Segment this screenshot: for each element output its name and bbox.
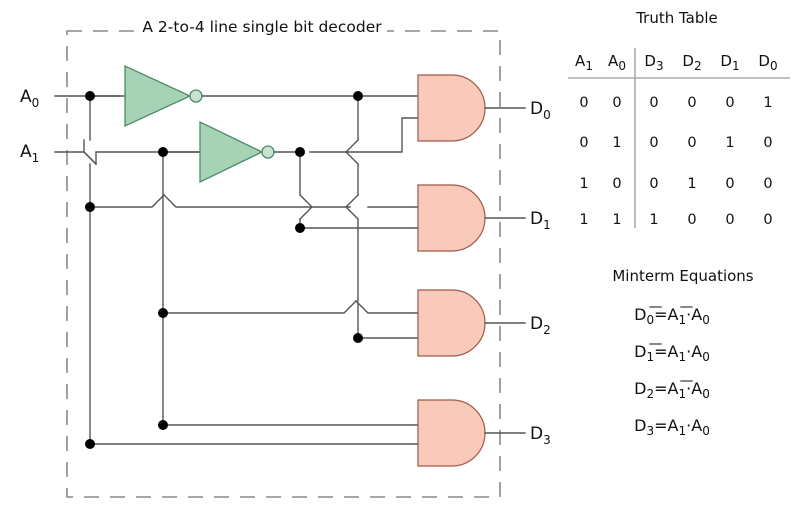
svg-text:D0=A1·A0: D0=A1·A0	[634, 305, 710, 327]
tt-cell: 0	[579, 135, 588, 151]
minterm-equation-d3: D3=A1·A0	[634, 416, 710, 438]
tt-cell: 1	[612, 135, 621, 151]
diagram-title: A 2-to-4 line single bit decoder	[142, 18, 382, 36]
tt-cell: 0	[612, 176, 621, 192]
minterm-equation-d1: D1=A1·A0	[634, 342, 710, 364]
bus-not-a0	[299, 151, 313, 229]
tt-cell: 0	[612, 95, 621, 111]
tt-header-a0: A0	[608, 52, 626, 73]
tt-header-d2: D2	[682, 52, 701, 73]
tt-cell: 0	[649, 95, 658, 111]
svg-text:D1=A1·A0: D1=A1·A0	[634, 342, 710, 364]
output-d1-label: D1	[530, 209, 551, 232]
output-d3-label: D3	[530, 424, 551, 447]
bus-not-a1	[345, 95, 359, 339]
wire-d0-input-bottom	[309, 117, 419, 153]
svg-text:A0: A0	[20, 87, 39, 110]
table-row: 1 1 1 0 0 0	[579, 212, 772, 228]
output-d2-label: D2	[530, 314, 551, 337]
tt-cell: 1	[687, 176, 696, 192]
tt-cell: 0	[687, 95, 696, 111]
minterm-equation-d2: D2=A1·A0	[634, 379, 710, 401]
tt-cell: 1	[649, 212, 658, 228]
tt-cell: 0	[763, 176, 772, 192]
title-backdrop	[137, 18, 387, 44]
tt-cell: 0	[579, 95, 588, 111]
svg-text:D2: D2	[530, 314, 551, 337]
wire-a0-tap-d2row	[89, 194, 351, 208]
tt-cell: 1	[579, 176, 588, 192]
truth-table-title: Truth Table	[635, 9, 718, 27]
tt-cell: 0	[687, 135, 696, 151]
tt-cell: 1	[725, 135, 734, 151]
wire-a1-tap-d2	[162, 300, 419, 314]
and-gate-d1	[417, 184, 486, 252]
and-gate-d3	[417, 399, 486, 467]
minterm-title: Minterm Equations	[612, 267, 753, 285]
tt-header-a1: A1	[575, 52, 593, 73]
svg-text:D0: D0	[530, 99, 551, 122]
tt-header-d1: D1	[720, 52, 739, 73]
svg-text:D3=A1·A0: D3=A1·A0	[634, 416, 710, 438]
tt-cell: 0	[687, 212, 696, 228]
input-a1-label: A1	[20, 142, 39, 165]
svg-text:A1: A1	[20, 142, 39, 165]
tt-cell: 1	[579, 212, 588, 228]
and-gate-d0	[417, 74, 486, 142]
svg-text:D3: D3	[530, 424, 551, 447]
table-row: 0 0 0 0 0 1	[579, 95, 772, 111]
junction-dots	[85, 91, 363, 449]
tt-cell: 0	[725, 212, 734, 228]
minterm-equation-d0: D0=A1·A0	[634, 305, 710, 327]
and-gate-d2	[417, 289, 486, 357]
output-d0-label: D0	[530, 99, 551, 122]
inverter-not-a1	[199, 120, 275, 184]
table-row: 0 1 0 0 1 0	[579, 135, 772, 151]
tt-cell: 0	[763, 212, 772, 228]
inverter-not-a0	[124, 64, 203, 128]
minterm-equations: Minterm Equations D0=A1·A0 D1=A1·A0 D2=A…	[612, 267, 753, 438]
tt-cell: 0	[649, 176, 658, 192]
tt-cell: 1	[612, 212, 621, 228]
tt-cell: 0	[725, 95, 734, 111]
input-a0-label: A0	[20, 87, 39, 110]
tt-header-d3: D3	[644, 52, 663, 73]
tt-header-d0: D0	[758, 52, 777, 73]
svg-text:D2=A1·A0: D2=A1·A0	[634, 379, 710, 401]
tt-cell: 0	[725, 176, 734, 192]
tt-cell: 0	[763, 135, 772, 151]
truth-table: Truth Table A1 A0 D3 D2 D1 D0 0 0 0 0 0	[568, 9, 790, 228]
svg-text:D1: D1	[530, 209, 551, 232]
tt-cell: 1	[763, 95, 772, 111]
table-row: 1 0 0 1 0 0	[579, 176, 772, 192]
tt-cell: 0	[649, 135, 658, 151]
